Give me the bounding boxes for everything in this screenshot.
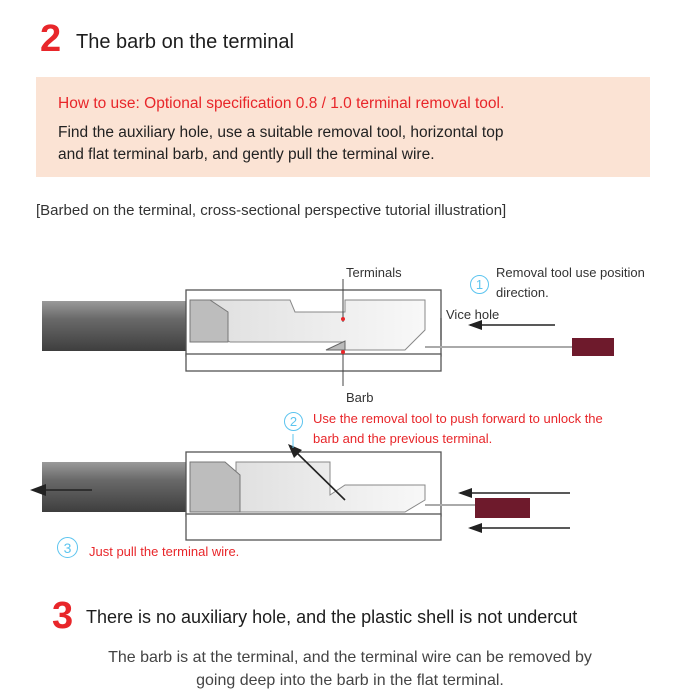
bottom-line-2: going deep into the barb in the flat ter…: [196, 672, 504, 689]
step-number-2: 2: [40, 18, 62, 60]
step-title-3: There is no auxiliary hole, and the plas…: [86, 607, 578, 627]
bottom-explanation: The barb is at the terminal, and the ter…: [20, 646, 680, 692]
tool-handle-1: [572, 338, 614, 356]
diagram-1: [42, 279, 614, 386]
step-circle-3: 3: [57, 537, 78, 558]
arrow-unlock: [295, 451, 346, 501]
bottom-line-1: The barb is at the terminal, and the ter…: [108, 649, 592, 666]
step2-caption-line2: barb and the previous terminal.: [313, 431, 493, 446]
wire-2: [42, 462, 192, 512]
label-vice-hole: Vice hole: [446, 307, 500, 322]
step-circle-2: 2: [284, 412, 303, 431]
label-terminals: Terminals: [346, 265, 402, 280]
terminal-body-2: [235, 461, 426, 513]
info-box: How to use: Optional specification 0.8 /…: [36, 77, 650, 177]
step-circle-1: 1: [470, 275, 489, 294]
terminal-body-1: [209, 299, 426, 351]
tool-handle-2: [475, 498, 530, 518]
step2-caption-line1: Use the removal tool to push forward to …: [313, 411, 603, 426]
step-number-3: 3: [52, 595, 74, 637]
label-barb: Barb: [346, 390, 374, 405]
info-line-2: and flat terminal barb, and gently pull …: [58, 146, 435, 163]
label-removal-line1: Removal tool use position: [496, 265, 645, 280]
crimp-1: [189, 299, 229, 343]
label-removal-line2: direction.: [496, 285, 549, 300]
housing-ledge-2: [185, 513, 442, 541]
diagram-2: [30, 434, 570, 541]
how-to-use-text: How to use: Optional specification 0.8 /…: [58, 95, 505, 112]
barb-1: [325, 340, 346, 351]
housing-ledge-1: [185, 353, 442, 372]
diagram-subtitle: [Barbed on the terminal, cross-sectional…: [36, 202, 507, 219]
step-title-2: The barb on the terminal: [76, 31, 294, 53]
wire-1: [42, 301, 192, 351]
info-line-1: Find the auxiliary hole, use a suitable …: [58, 124, 504, 141]
step3-caption: Just pull the terminal wire.: [89, 544, 240, 559]
crimp-2: [189, 461, 241, 513]
